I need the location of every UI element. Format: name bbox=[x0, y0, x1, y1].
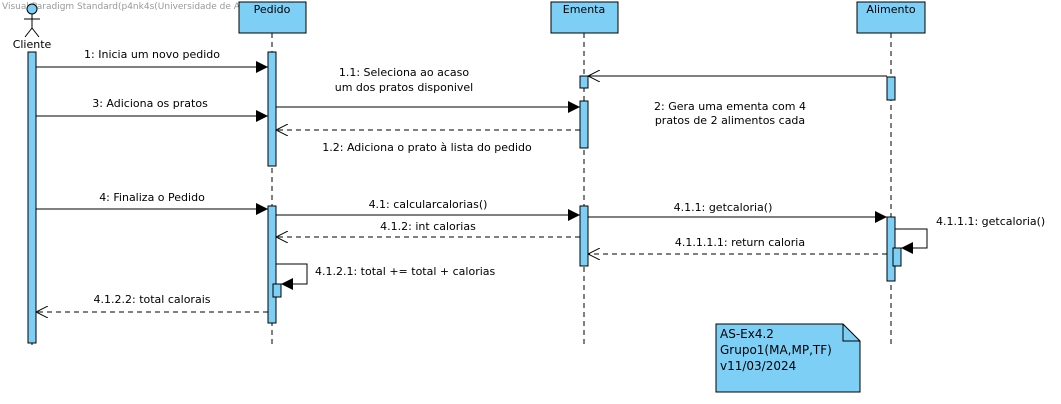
lifeline-label-alimento: Alimento bbox=[866, 3, 915, 16]
label-m4-1-2-1: 4.1.2.1: total += total + calorias bbox=[315, 265, 496, 278]
label-m4-1-1-1-1: 4.1.1.1.1: return caloria bbox=[675, 236, 805, 249]
activation-ementa-3 bbox=[579, 205, 589, 267]
label-m1-1-a: 1.1: Seleciona ao acaso bbox=[339, 66, 470, 79]
activation-ementa-1 bbox=[579, 75, 589, 89]
note-line-1: AS-Ex4.2 bbox=[720, 327, 774, 341]
note: AS-Ex4.2 Grupo1(MA,MP,TF) v11/03/2024 bbox=[715, 323, 861, 393]
lifeline-label-ementa: Ementa bbox=[563, 3, 605, 16]
lifeline-header-pedido: Pedido bbox=[238, 1, 307, 34]
note-line-3: v11/03/2024 bbox=[720, 359, 796, 373]
actor-head bbox=[26, 3, 38, 15]
label-m3: 3: Adiciona os pratos bbox=[92, 97, 208, 110]
lifeline-label-pedido: Pedido bbox=[254, 3, 291, 16]
actor-label: Cliente bbox=[13, 38, 52, 51]
label-m4-1-1: 4.1.1: getcaloria() bbox=[674, 201, 773, 214]
lifeline-header-alimento: Alimento bbox=[856, 1, 926, 34]
activation-pedido-1 bbox=[267, 51, 277, 167]
label-m4-1-2-2: 4.1.2.2: total calorais bbox=[94, 293, 211, 306]
label-m4-1-2: 4.1.2: int calorias bbox=[380, 220, 476, 233]
activation-alimento-3 bbox=[892, 247, 902, 267]
watermark: Visual Paradigm Standard(p4nk4s(Universi… bbox=[2, 2, 269, 12]
label-m4: 4: Finaliza o Pedido bbox=[99, 191, 205, 204]
activation-alimento-1 bbox=[886, 76, 896, 101]
label-m4-1-1-1: 4.1.1.1: getcaloria() bbox=[936, 215, 1045, 228]
activation-cliente bbox=[27, 51, 37, 344]
activation-pedido-2 bbox=[267, 205, 277, 324]
note-line-2: Grupo1(MA,MP,TF) bbox=[720, 343, 832, 357]
label-m1: 1: Inicia um novo pedido bbox=[84, 48, 220, 61]
actor-cliente: Cliente bbox=[13, 3, 52, 51]
arrow-m4-1-2-1 bbox=[276, 263, 308, 290]
label-m2-a: 2: Gera uma ementa com 4 bbox=[654, 100, 806, 113]
activation-pedido-3 bbox=[272, 283, 282, 298]
label-m2-b: pratos de 2 alimentos cada bbox=[655, 114, 805, 127]
label-m1-2: 1.2: Adiciona o prato à lista do pedido bbox=[322, 141, 532, 154]
lifeline-header-ementa: Ementa bbox=[550, 1, 619, 34]
arrow-m4-1-1-1 bbox=[895, 228, 928, 254]
activation-ementa-2 bbox=[579, 100, 589, 149]
label-m4-1: 4.1: calcularcalorias() bbox=[369, 198, 488, 211]
label-m1-1-b: um dos pratos disponivel bbox=[335, 81, 473, 94]
